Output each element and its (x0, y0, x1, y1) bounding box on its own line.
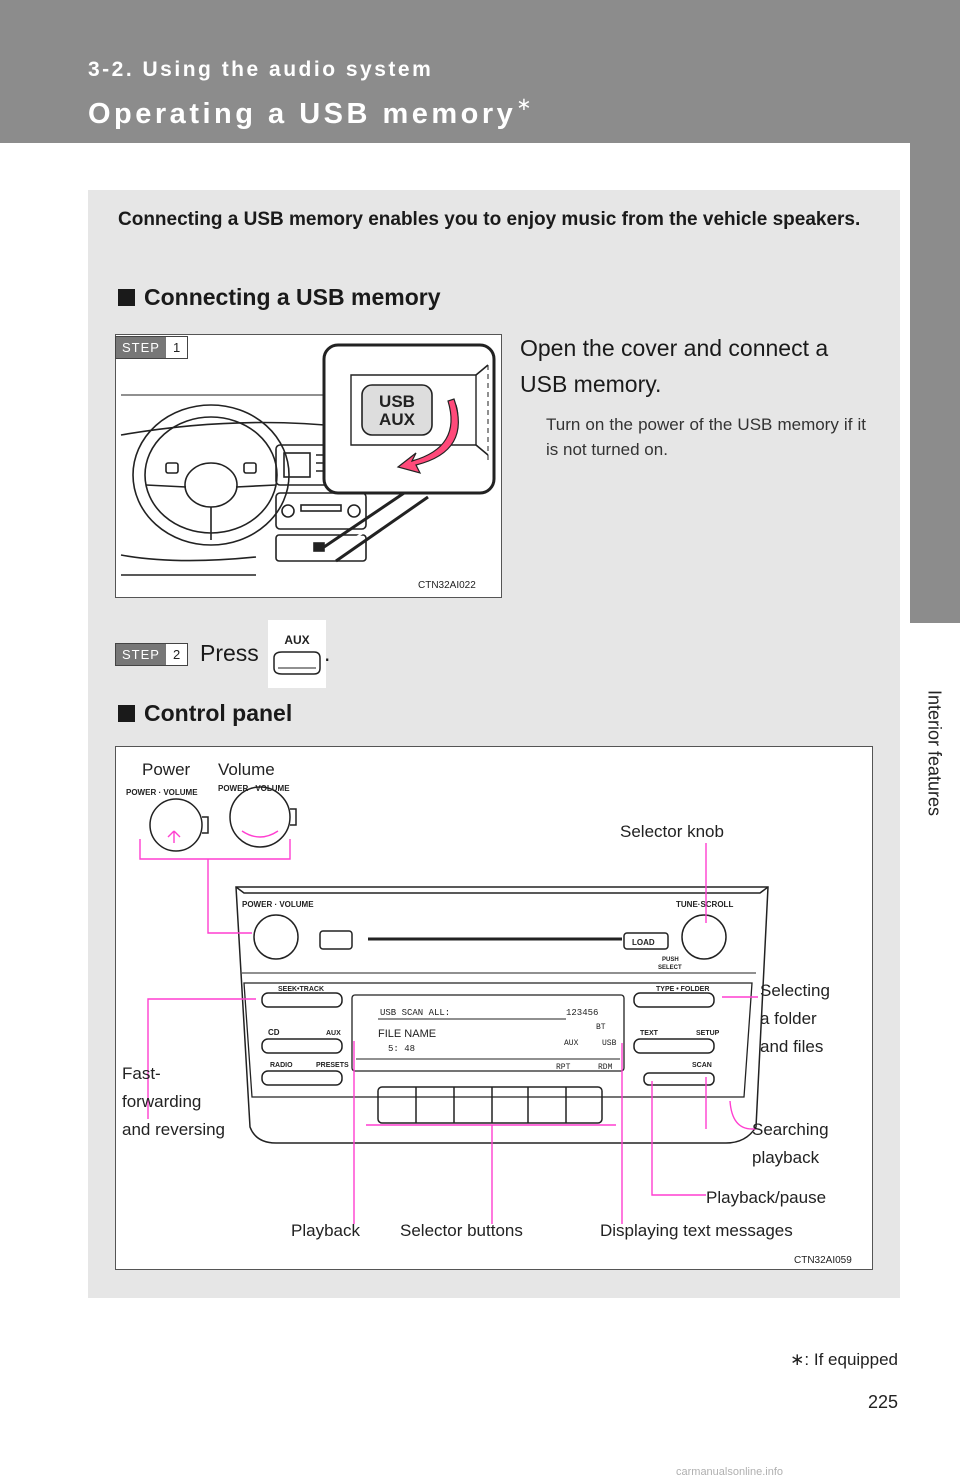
step2-text: Press (200, 640, 259, 666)
watermark: carmanualsonline.info (676, 1466, 784, 1478)
chapter-side-label: Interior features (910, 623, 960, 883)
aux-button-icon: AUX (273, 633, 321, 675)
setup-label: SETUP (696, 1030, 720, 1037)
equipped-mark: ∗ (516, 94, 532, 114)
open-cover-arrow-icon (396, 398, 459, 474)
dashboard-usb-illustration: USB AUX (120, 343, 496, 576)
callout-selector-knob: Selector knob (620, 822, 724, 841)
page-title-text: Operating a USB memory (88, 98, 517, 130)
step1-badge: STEP 1 (115, 336, 189, 359)
tune-scroll-label: TUNE·SCROLL (676, 900, 733, 909)
load-label: LOAD (632, 938, 655, 947)
display-line2: FILE NAME (378, 1028, 436, 1040)
aux-button-illustration: AUX (268, 620, 326, 688)
step2-badge-label: STEP (116, 644, 166, 665)
page-title: Operating a USB memory∗ (88, 94, 531, 131)
type-folder-label: TYPE • FOLDER (656, 986, 709, 993)
usb-label: USB (379, 392, 415, 411)
callout-playback-pause: Playback/pause (706, 1188, 827, 1207)
display-aux: AUX (564, 1039, 579, 1048)
step2-badge: STEP 2 (115, 643, 189, 666)
display-rdm: RDM (598, 1063, 613, 1072)
callout-selecting-line2: a folder (760, 1009, 817, 1028)
inset-power-volume-1: POWER · VOLUME (126, 788, 198, 797)
aux-label: AUX (379, 410, 416, 429)
callout-fast-line2: forwarding (122, 1092, 202, 1111)
display-line1: USB SCAN ALL: (380, 1008, 450, 1018)
intro-text: Connecting a USB memory enables you to e… (118, 209, 861, 230)
control-image-code: CTN32AI059 (794, 1255, 852, 1266)
step1-text: Open the cover and connect a USB memory. (520, 335, 829, 397)
scan-label: SCAN (692, 1062, 712, 1069)
callout-fast-line1: Fast- (122, 1064, 161, 1083)
display-rpt: RPT (556, 1063, 571, 1072)
page-number: 225 (867, 1392, 898, 1412)
aux-unit-label: AUX (326, 1030, 341, 1037)
step1-badge-number: 1 (172, 340, 181, 355)
step2-period: . (324, 640, 331, 666)
display-usb: USB (602, 1039, 617, 1048)
callout-searching: Searching playback (752, 1116, 829, 1172)
footnote: ∗: If equipped (790, 1350, 898, 1369)
display-time: 5: 48 (388, 1044, 415, 1054)
audio-unit-illustration: POWER · VOLUME POWER · VOLUME POWER · VO… (126, 784, 769, 1224)
callout-volume: Volume (218, 760, 275, 779)
display-bt: BT (596, 1023, 606, 1032)
callout-fast-line3: and reversing (122, 1120, 226, 1139)
callout-selecting-line1: Selecting (760, 981, 830, 1000)
bullet-square-icon (118, 289, 135, 306)
control-panel-heading: Control panel (118, 700, 292, 727)
bullet-square-icon (118, 705, 135, 722)
aux-button-label: AUX (284, 633, 309, 647)
connecting-heading: Connecting a USB memory (118, 284, 441, 311)
power-arrow-icon (167, 830, 181, 843)
callout-playback: Playback (291, 1221, 360, 1240)
chapter-tab[interactable]: 3 (910, 143, 960, 752)
page-header: 3-2. Using the audio system Operating a … (0, 0, 960, 143)
seek-track-label: SEEK•TRACK (278, 986, 324, 993)
display-presets: 123456 (566, 1008, 598, 1018)
presets-label: PRESETS (316, 1062, 349, 1069)
step2-badge-number: 2 (172, 647, 181, 662)
connecting-heading-text: Connecting a USB memory (144, 284, 441, 310)
section-label: 3-2. Using the audio system (88, 58, 434, 81)
inset-power-volume-2: POWER · VOLUME (218, 784, 290, 793)
step1-image-code: CTN32AI022 (418, 580, 476, 591)
volume-arrow-icon (241, 830, 279, 838)
power-volume-label: POWER · VOLUME (242, 900, 314, 909)
callout-selector-buttons: Selector buttons (400, 1221, 523, 1240)
control-panel-illustration: POWER · VOLUME POWER · VOLUME POWER · VO… (115, 746, 873, 1270)
step1-illustration: USB AUX (115, 334, 502, 598)
callout-power: Power (142, 760, 191, 779)
callout-searching-line1: Searching (752, 1120, 829, 1139)
text-label: TEXT (640, 1030, 659, 1037)
radio-label: RADIO (270, 1062, 293, 1069)
cd-label: CD (268, 1028, 280, 1037)
callout-selecting-line3: and files (760, 1037, 824, 1056)
step1-note: Turn on the power of the USB memory if i… (546, 415, 866, 459)
chapter-label: Interior features (924, 689, 945, 817)
push-label: PUSH (662, 957, 679, 963)
callout-selecting: Selecting a folder and files (760, 977, 830, 1061)
callout-fast-forwarding: Fast-forwarding and reversing (122, 1060, 225, 1144)
control-panel-heading-text: Control panel (144, 700, 293, 726)
callout-searching-line2: playback (752, 1148, 820, 1167)
step1-badge-label: STEP (116, 337, 166, 358)
select-label: SELECT (658, 965, 682, 971)
callout-display-text: Displaying text messages (600, 1221, 793, 1240)
